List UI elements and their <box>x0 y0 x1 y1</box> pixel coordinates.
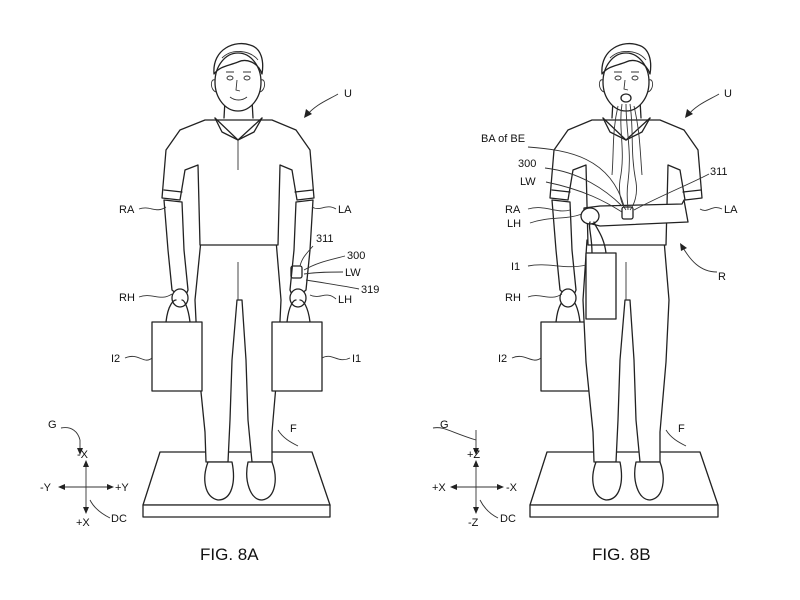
label-311-a: 311 <box>316 233 334 245</box>
label-g-b: G <box>440 419 449 431</box>
label-lh-b: LH <box>507 218 521 230</box>
bag-i1-a <box>271 299 323 392</box>
axes-b <box>450 460 504 514</box>
label-u-a: U <box>344 88 352 100</box>
label-g-a: G <box>48 419 57 431</box>
caption-fig-8a: FIG. 8A <box>200 545 259 564</box>
bag-i2-a <box>151 299 203 392</box>
leader-lines-b <box>432 93 723 519</box>
person-b <box>549 42 703 501</box>
label-u-b: U <box>724 88 732 100</box>
person-a <box>161 42 315 501</box>
axis-left-a: -Y <box>40 482 52 494</box>
label-i1-b: I1 <box>511 261 520 273</box>
label-lh-a: LH <box>338 294 352 306</box>
axis-top-a: -X <box>77 449 89 461</box>
figure-8a: RA LA RH LH 311 300 LW 319 I2 I1 U G F -… <box>40 42 379 564</box>
label-i2-a: I2 <box>111 353 120 365</box>
label-dc-b: DC <box>500 513 516 525</box>
caption-fig-8b: FIG. 8B <box>592 545 651 564</box>
label-ba-of-be: BA of BE <box>481 133 525 145</box>
axis-right-b: -X <box>506 482 518 494</box>
axis-right-a: +Y <box>115 482 129 494</box>
label-la-b: LA <box>724 204 738 216</box>
label-319-a: 319 <box>361 284 379 296</box>
label-311-b: 311 <box>710 166 728 178</box>
label-i2-b: I2 <box>498 353 507 365</box>
label-dc-a: DC <box>111 513 127 525</box>
axis-top-b: +Z <box>467 449 480 461</box>
bag-i1-b <box>585 221 617 320</box>
labels-a: RA LA RH LH 311 300 LW 319 I2 I1 U G F -… <box>40 88 379 564</box>
floor-platform-a <box>142 451 331 518</box>
label-f-b: F <box>678 423 685 435</box>
label-f-a: F <box>290 423 297 435</box>
axes-a <box>58 460 114 514</box>
axis-left-b: +X <box>432 482 446 494</box>
label-la-a: LA <box>338 204 352 216</box>
label-lw-a: LW <box>345 267 361 279</box>
floor-platform-b <box>529 451 719 518</box>
axis-bottom-b: -Z <box>468 517 479 529</box>
axis-bottom-a: +X <box>76 517 90 529</box>
label-rh-a: RH <box>119 292 135 304</box>
label-r-b: R <box>718 271 726 283</box>
label-ra-b: RA <box>505 204 521 216</box>
figure-8b: BA of BE 300 LW 311 RA LA LH I1 R RH I2 … <box>432 42 738 564</box>
leader-lines-a <box>60 93 360 519</box>
label-lw-b: LW <box>520 176 536 188</box>
label-ra-a: RA <box>119 204 135 216</box>
label-rh-b: RH <box>505 292 521 304</box>
labels-b: BA of BE 300 LW 311 RA LA LH I1 R RH I2 … <box>432 88 738 564</box>
label-300-a: 300 <box>347 250 365 262</box>
label-i1-a: I1 <box>352 353 361 365</box>
label-300-b: 300 <box>518 158 536 170</box>
